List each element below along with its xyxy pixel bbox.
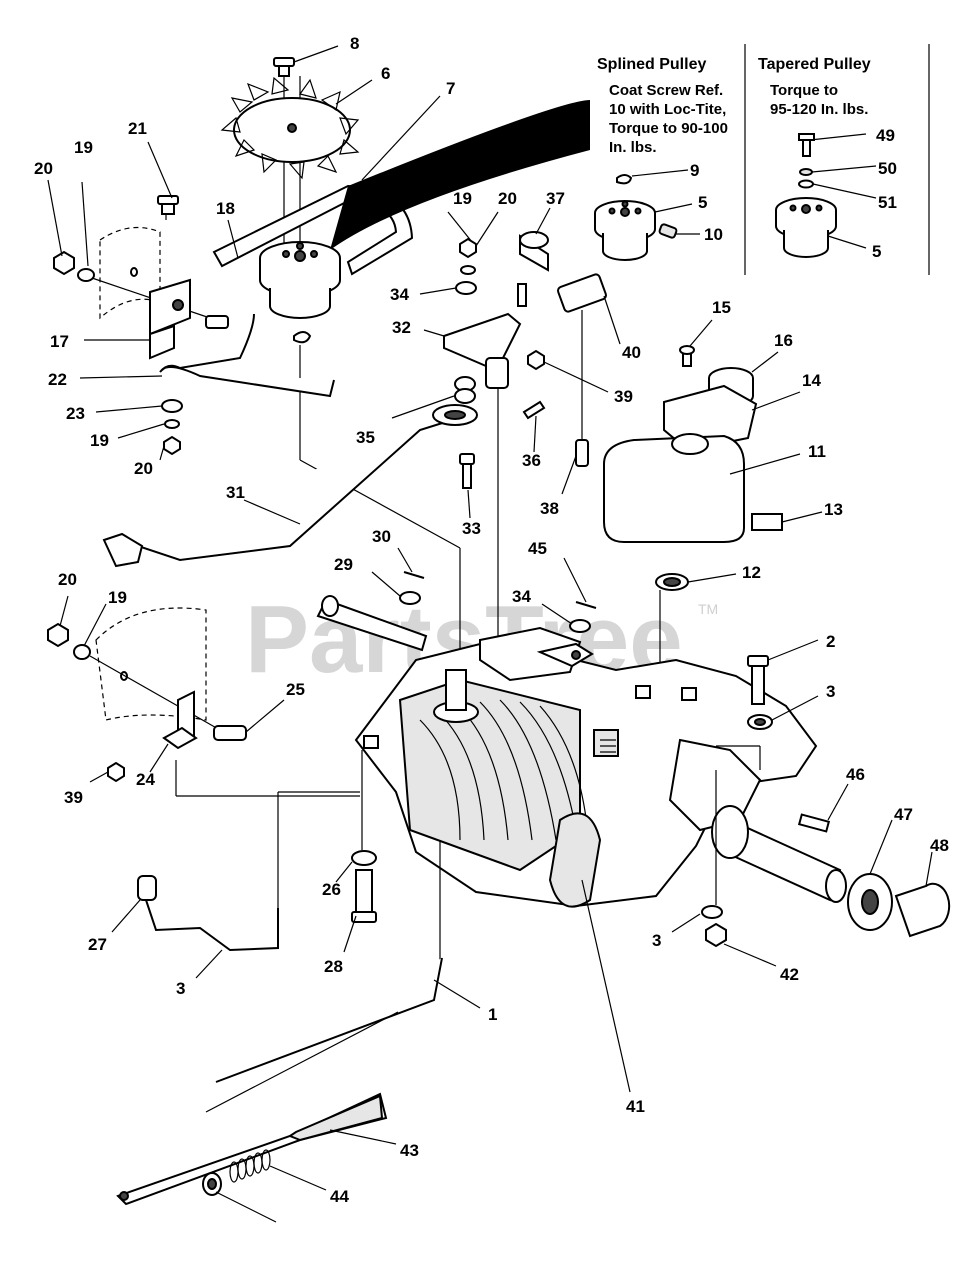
callout-label: 22 xyxy=(48,370,67,389)
callout-label: 51 xyxy=(878,193,897,212)
control-linkage-upper xyxy=(443,231,607,660)
callout-label: 7 xyxy=(446,79,455,98)
callout-label: 1 xyxy=(488,1005,497,1024)
watermark-trademark: TM xyxy=(698,601,718,617)
callout-label: 19 xyxy=(453,189,472,208)
splined-pulley-drawing xyxy=(594,174,678,261)
callout-label: 33 xyxy=(462,519,481,538)
callout-label: 50 xyxy=(878,159,897,178)
callout-label: 15 xyxy=(712,298,731,317)
callout-label: 36 xyxy=(522,451,541,470)
callout-label: 29 xyxy=(334,555,353,574)
callout-label: 40 xyxy=(622,343,641,362)
callout-label: 34 xyxy=(390,285,409,304)
callout-label: 14 xyxy=(802,371,821,390)
callout-label: 31 xyxy=(226,483,245,502)
fan-and-pulley xyxy=(212,57,590,680)
tapered-note-line-1: Torque to xyxy=(770,82,838,99)
splined-note-line-2: 10 with Loc-Tite, xyxy=(609,101,726,118)
callout-label: 3 xyxy=(176,979,185,998)
callout-label: 19 xyxy=(90,431,109,450)
callout-label: 35 xyxy=(356,428,375,447)
callout-label: 3 xyxy=(826,682,835,701)
lower-linkage xyxy=(116,840,443,1206)
tapered-pulley-title: Tapered Pulley xyxy=(758,56,871,73)
callout-label: 13 xyxy=(824,500,843,519)
tapered-note-line-2: 95-120 In. lbs. xyxy=(770,101,868,118)
callout-label: 21 xyxy=(128,119,147,138)
callout-label: 6 xyxy=(381,64,390,83)
callout-label: 20 xyxy=(58,570,77,589)
callout-label: 8 xyxy=(350,34,359,53)
callout-label: 20 xyxy=(134,459,153,478)
callout-label: 16 xyxy=(774,331,793,350)
rod-27 xyxy=(137,791,360,952)
callout-label: 5 xyxy=(698,193,707,212)
callout-label: 46 xyxy=(846,765,865,784)
callout-label: 19 xyxy=(74,138,93,157)
splined-note-line-3: Torque to 90-100 xyxy=(609,120,728,137)
callout-label: 3 xyxy=(652,931,661,950)
callout-label: 49 xyxy=(876,126,895,145)
callout-label: 23 xyxy=(66,404,85,423)
splined-note-line-4: In. lbs. xyxy=(609,139,657,156)
callout-label: 38 xyxy=(540,499,559,518)
callout-label: 10 xyxy=(704,225,723,244)
callout-label: 42 xyxy=(780,965,799,984)
callout-label: 26 xyxy=(322,880,341,899)
callout-label: 37 xyxy=(546,189,565,208)
reservoir-assembly xyxy=(603,345,783,680)
splined-pulley-title: Splined Pulley xyxy=(597,56,706,73)
callout-label: 18 xyxy=(216,199,235,218)
tapered-pulley-drawing xyxy=(775,133,837,258)
inset-tapered-pulley: Tapered Pulley Torque to 95-120 In. lbs. xyxy=(758,56,871,118)
callout-label: 39 xyxy=(614,387,633,406)
fasteners xyxy=(351,571,951,948)
callout-label: 45 xyxy=(528,539,547,558)
callout-label: 2 xyxy=(826,632,835,651)
callout-label: 48 xyxy=(930,836,949,855)
callout-label: 47 xyxy=(894,805,913,824)
callout-label: 24 xyxy=(136,770,155,789)
callout-label: 12 xyxy=(742,563,761,582)
callout-label: 39 xyxy=(64,788,83,807)
leader-lines xyxy=(47,45,933,1223)
callout-label: 34 xyxy=(512,587,531,606)
callout-label: 17 xyxy=(50,332,69,351)
bracket-assembly-upper-left xyxy=(53,195,335,456)
callout-label: 30 xyxy=(372,527,391,546)
callout-label: 32 xyxy=(392,318,411,337)
callout-labels: 8 6 7 21 19 20 18 17 22 23 19 20 19 20 3… xyxy=(34,34,949,1206)
inset-splined-pulley: Splined Pulley Coat Screw Ref. 10 with L… xyxy=(597,56,728,156)
rod-31 xyxy=(102,404,478,568)
bracket-assembly-lower-left xyxy=(47,607,360,797)
callout-label: 11 xyxy=(808,442,826,461)
callout-label: 43 xyxy=(400,1141,419,1160)
callout-label: 41 xyxy=(626,1097,645,1116)
callout-label: 28 xyxy=(324,957,343,976)
callout-label: 27 xyxy=(88,935,107,954)
callout-label: 25 xyxy=(286,680,305,699)
transaxle-housing xyxy=(316,595,847,908)
callout-label: 44 xyxy=(330,1187,349,1206)
callout-label: 19 xyxy=(108,588,127,607)
callout-label: 20 xyxy=(34,159,53,178)
splined-note-line-1: Coat Screw Ref. xyxy=(609,82,723,99)
callout-label: 20 xyxy=(498,189,517,208)
callout-label: 5 xyxy=(872,242,881,261)
callout-label: 9 xyxy=(690,161,699,180)
